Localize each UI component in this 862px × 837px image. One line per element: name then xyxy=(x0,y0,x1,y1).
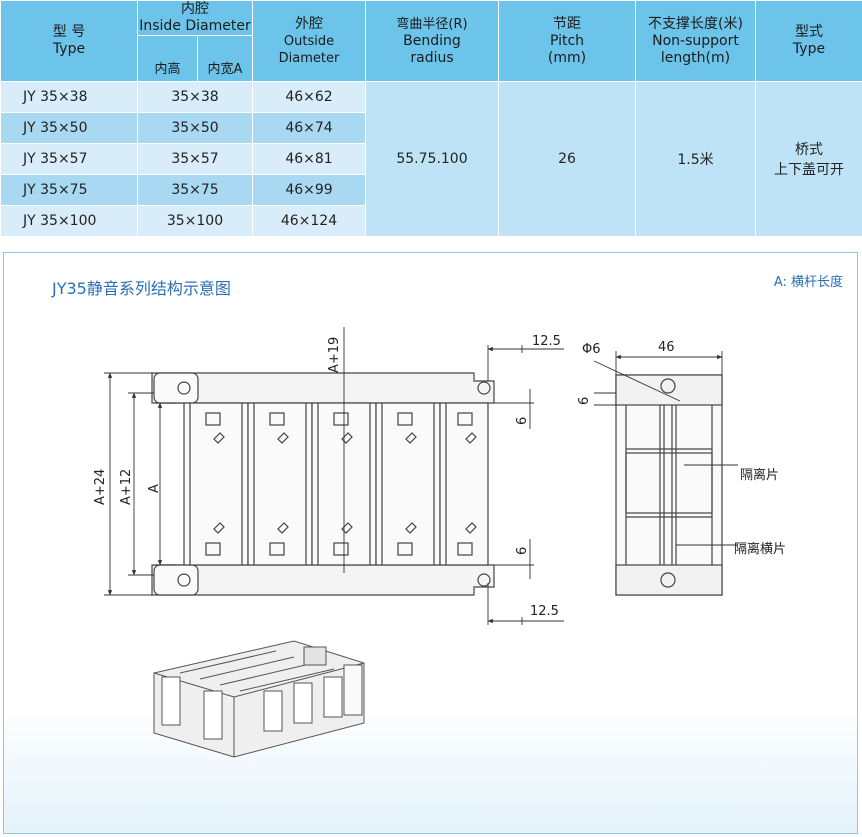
diagram-panel: JY35静音系列结构示意图 A: 横杆长度 xyxy=(3,252,858,834)
mount-hole-icon xyxy=(477,381,491,395)
header-inner-en: Inside Diameter xyxy=(139,18,251,34)
mount-hole-icon xyxy=(660,572,676,588)
cell-type: 桥式 上下盖可开 xyxy=(755,81,862,237)
header-support-en2: length(m) xyxy=(660,49,731,66)
label-separator: 隔离片 xyxy=(740,467,779,483)
header-outer-cn: 外腔 xyxy=(295,15,323,32)
mount-hole-icon xyxy=(477,573,491,587)
mount-hole-icon xyxy=(177,381,191,395)
dim-a: A xyxy=(147,484,162,493)
header-inner-height: 内高 xyxy=(137,35,198,82)
table-row: JY 35×38 35×38 46×62 55.75.100 26 1.5米 桥… xyxy=(0,81,862,237)
dim-a-plus-19: A+19 xyxy=(327,337,342,373)
header-support-en1: Non-support xyxy=(652,32,739,49)
header-model-cn: 型 号 xyxy=(52,24,86,40)
dim-a-plus-24: A+24 xyxy=(93,469,108,505)
header-inner: 内腔 Inside Diameter xyxy=(137,0,253,36)
header-inner-cn: 内腔 xyxy=(181,1,209,17)
dim-six-side: 6 xyxy=(577,397,592,405)
cell-inner: 35×57 xyxy=(137,143,253,175)
cell-outer: 46×62 xyxy=(252,81,366,113)
side-dimension-lines xyxy=(593,351,738,546)
cell-model: JY 35×50 xyxy=(0,112,138,144)
type-line2: 上下盖可开 xyxy=(774,162,844,178)
header-outer: 外腔 Outside Diameter xyxy=(252,0,366,82)
dimension-lines xyxy=(104,327,564,625)
header-non-support: 不支撑长度(米) Non-support length(m) xyxy=(635,0,756,82)
chain-side-view xyxy=(615,374,723,596)
cell-inner: 35×100 xyxy=(137,205,253,237)
header-bend-en2: radius xyxy=(410,49,454,66)
header-model-en: Type xyxy=(52,41,86,57)
header-pitch-cn: 节距 xyxy=(553,15,581,32)
cell-outer: 46×99 xyxy=(252,174,366,206)
chain-front-view xyxy=(151,372,495,596)
mount-hole-icon xyxy=(660,378,676,394)
table-row: JY 35×50 35×50 46×74 xyxy=(0,112,862,144)
legend-note: A: 横杆长度 xyxy=(773,275,843,290)
cell-pitch: 26 xyxy=(498,81,636,237)
spec-table: 型 号 Type 内腔 Inside Diameter 外腔 Outside D… xyxy=(0,0,862,237)
mount-hole-icon xyxy=(177,573,191,587)
dim-width-46: 46 xyxy=(658,340,675,355)
table-row: JY 35×75 35×75 46×99 xyxy=(0,174,862,206)
header-pitch-en: Pitch xyxy=(549,32,585,49)
type-line1: 桥式 xyxy=(795,142,823,158)
header-type: 型式 Type xyxy=(755,0,862,82)
cell-outer: 46×74 xyxy=(252,112,366,144)
dim-six-top: 6 xyxy=(515,417,530,425)
dim-six-bottom: 6 xyxy=(515,547,530,555)
cell-bending-radius: 55.75.100 xyxy=(365,81,499,237)
header-bend-cn: 弯曲半径(R) xyxy=(396,16,468,32)
header-pitch-unit: (mm) xyxy=(547,49,587,66)
dim-a-plus-12: A+12 xyxy=(119,469,134,505)
header-type-cn: 型式 xyxy=(795,24,823,40)
header-bending-radius: 弯曲半径(R) Bending radius xyxy=(365,0,499,82)
header-type-en: Type xyxy=(792,41,826,57)
dim-pitch-top: 12.5 xyxy=(532,334,561,349)
diagram-title: JY35静音系列结构示意图 xyxy=(52,279,231,298)
label-cross-separator: 隔离横片 xyxy=(734,541,786,557)
header-bend-en1: Bending xyxy=(403,32,461,49)
table-row: JY 35×57 35×57 46×81 xyxy=(0,143,862,175)
cell-model: JY 35×38 xyxy=(0,81,138,113)
header-support-cn: 不支撑长度(米) xyxy=(648,15,743,32)
table-row: JY 35×100 35×100 46×124 xyxy=(0,205,862,237)
cell-outer: 46×124 xyxy=(252,205,366,237)
cell-model: JY 35×57 xyxy=(0,143,138,175)
cell-outer: 46×81 xyxy=(252,143,366,175)
cell-non-support-length: 1.5米 xyxy=(635,81,756,237)
header-outer-en: Outside Diameter xyxy=(278,33,340,66)
header-inner-width: 内宽A xyxy=(197,35,253,82)
cell-model: JY 35×100 xyxy=(0,205,138,237)
cell-model: JY 35×75 xyxy=(0,174,138,206)
chain-isometric-sketch xyxy=(153,640,365,758)
header-pitch: 节距 Pitch (mm) xyxy=(498,0,636,82)
header-model: 型 号 Type xyxy=(0,0,138,82)
dim-phi: Φ6 xyxy=(582,342,601,357)
dim-pitch-bottom: 12.5 xyxy=(530,604,559,619)
cell-inner: 35×75 xyxy=(137,174,253,206)
cell-inner: 35×50 xyxy=(137,112,253,144)
cell-inner: 35×38 xyxy=(137,81,253,113)
structure-drawing: A+24 A+12 A A+19 12.5 12.5 6 6 xyxy=(93,327,786,758)
